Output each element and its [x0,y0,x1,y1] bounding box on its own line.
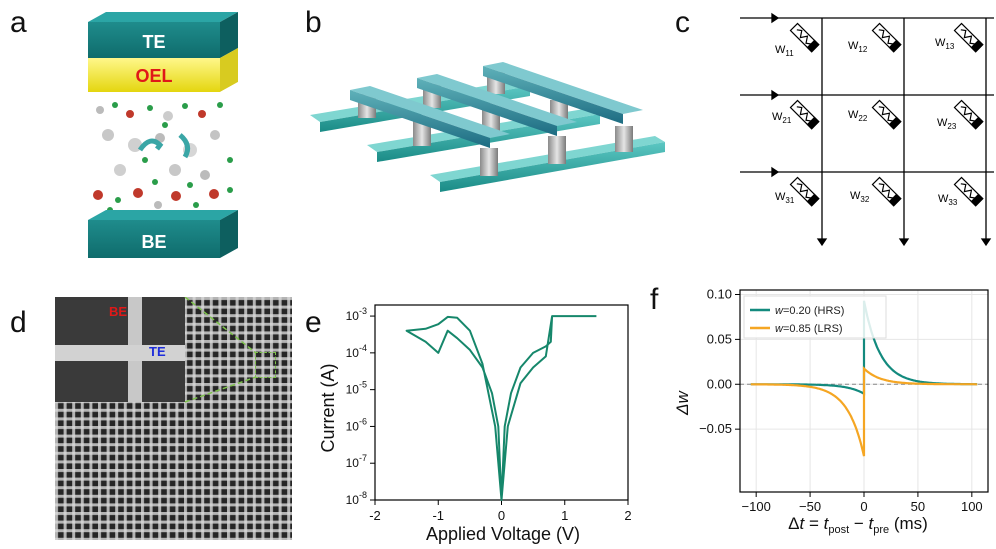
weight-w33: W33 [938,193,958,207]
e-ytick-label: 10-7 [346,453,367,470]
panel-letter-d: d [10,306,27,339]
sem-inset: BE TE [55,297,185,402]
weight-w32: W32 [850,190,870,204]
e-ylabel: Current (A) [318,363,338,452]
f-ytick-label: 0.10 [707,286,732,301]
te-top-face [88,12,238,22]
weight-w31: W31 [775,191,795,205]
weight-w23: W23 [937,117,957,131]
particle-cloud [93,102,233,213]
be-label: BE [141,232,166,252]
f-legend-label-0: w=0.20 (HRS) [775,305,844,317]
panel-c-crossbar-schematic: W11 W12 W13 W21 W22 W23 W31 W32 W33 [740,12,994,247]
e-ytick-label: 10-5 [346,380,367,397]
oel-side-face [220,48,238,92]
zoom-box [255,352,276,378]
f-legend-box [743,295,887,339]
e-xtick-label: 0 [498,508,505,523]
f-legend-label-1: w=0.85 (LRS) [775,323,843,335]
inset-label-be: BE [109,304,128,319]
panel-a-device-stack: TE OEL BE [88,12,238,258]
be-front-face [88,220,220,258]
f-ytick-label: −0.05 [699,421,732,436]
input-arrows [740,12,780,178]
output-arrows [816,220,992,247]
panel-letter-b: b [305,6,322,39]
e-xtick-label: -1 [432,508,444,523]
memristor-symbols [789,22,984,207]
top-electrodes [350,62,643,148]
panel-e-iv-chart: -2 -1 0 1 2 10-8 10-7 10-6 10-5 10-4 10-3 Applied … [318,304,632,544]
weight-w11: W11 [775,44,794,58]
be-side-face [220,210,238,258]
f-ytick-label: 0.00 [707,376,732,391]
f-xtick-label: 0 [860,499,867,514]
panel-f-stdp-chart: −100 −50 0 50 100 0.10 0.05 0.00 −0.05 w=0.20 (HR… [673,286,989,536]
te-side-face [220,12,238,58]
weight-w12: W12 [848,40,868,54]
e-ytick-label: 10-8 [346,490,367,507]
f-xtick-label: 50 [911,499,925,514]
weight-labels: W11 W12 W13 W21 W22 W23 W31 W32 W33 [772,37,958,207]
inset-label-te: TE [149,344,166,359]
f-series-line-1 [750,366,978,457]
panel-letter-f: f [650,283,659,316]
weight-w13: W13 [935,37,955,51]
te-front-face [88,22,220,58]
crossbar-grid [778,17,994,220]
e-ytick-label: 10-4 [346,343,367,360]
panel-letter-a: a [10,6,27,39]
e-ytick-label: 10-6 [346,416,367,433]
e-iv-curve [405,315,597,501]
f-xtick-label: −100 [742,499,771,514]
oel-front-face [88,58,220,92]
e-xlabel: Applied Voltage (V) [426,524,580,544]
f-xtick-label: 100 [961,499,983,514]
be-top-face [88,210,238,220]
oel-label: OEL [135,66,172,86]
f-legend: w=0.20 (HRS) w=0.85 (LRS) [743,295,887,339]
zoom-lines [184,297,257,403]
panel-d-sem-image: BE TE [55,297,292,540]
panel-letter-e: e [305,306,322,339]
e-xtick-label: 1 [561,508,568,523]
e-ytick-label: 10-3 [346,306,367,323]
f-ytick-label: 0.05 [707,331,732,346]
e-xtick-label: -2 [369,508,381,523]
e-xtick-label: 2 [624,508,631,523]
switching-layer [88,82,238,220]
te-label: TE [142,32,165,52]
f-xtick-label: −50 [799,499,821,514]
weight-w22: W22 [848,109,868,123]
panel-b-crossbar-3d [310,62,665,192]
panel-letter-c: c [675,6,690,39]
f-xlabel: Δt = tpost − tpre (ms) [788,514,928,536]
weight-w21: W21 [772,111,792,125]
f-ylabel: Δw [673,389,692,415]
